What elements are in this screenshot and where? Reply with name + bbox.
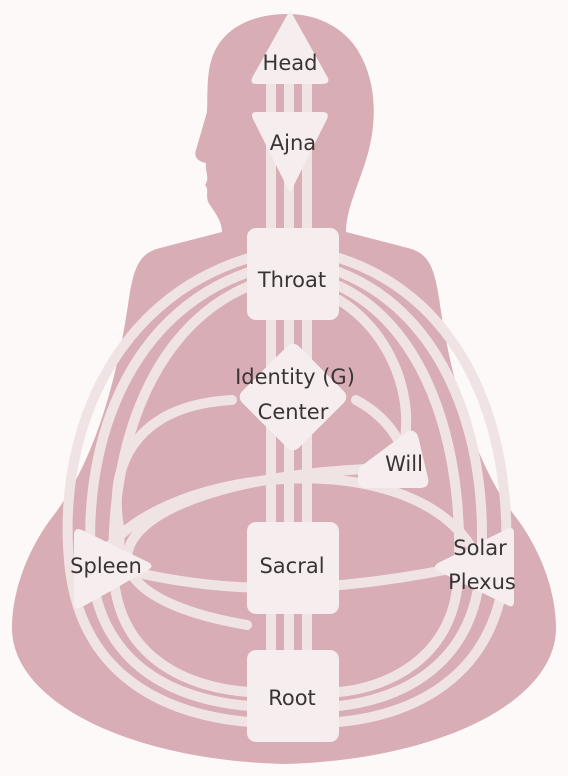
label-solar-line1: Solar — [453, 536, 507, 560]
label-g-line1: Identity (G) — [235, 365, 355, 389]
label-spleen: Spleen — [70, 554, 142, 578]
label-head: Head — [263, 51, 318, 75]
label-root: Root — [268, 686, 316, 710]
label-throat: Throat — [257, 268, 326, 292]
label-g-line2: Center — [258, 400, 329, 424]
label-will: Will — [385, 452, 423, 476]
label-sacral: Sacral — [259, 554, 324, 578]
label-solar-line2: Plexus — [448, 570, 516, 594]
label-ajna: Ajna — [270, 131, 316, 155]
